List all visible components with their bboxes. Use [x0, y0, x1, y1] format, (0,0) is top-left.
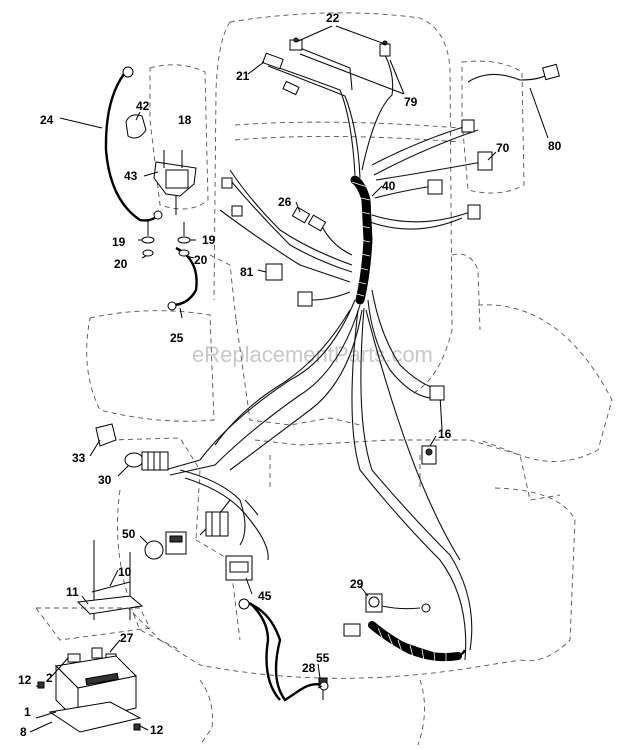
part-80-connector — [467, 63, 560, 83]
part-45-hourmeter — [225, 555, 253, 610]
callout-70: 70 — [496, 141, 510, 155]
leader-lines — [29, 25, 549, 733]
callout-55: 55 — [316, 651, 330, 665]
callout-22: 22 — [326, 11, 340, 25]
part-43-solenoid — [153, 150, 197, 215]
callout-11: 11 — [66, 585, 79, 599]
callout-12-left: 12 — [18, 673, 32, 687]
part-8-battery-tray — [48, 701, 142, 733]
part-24-ring-terminal — [122, 66, 163, 220]
callout-30: 30 — [98, 473, 112, 487]
callout-20-right: 20 — [194, 253, 208, 267]
wire-loom-coil — [349, 175, 373, 305]
callout-labels: 22 21 79 80 70 40 24 42 18 43 19 19 20 2… — [18, 11, 562, 739]
part-25-ring-terminal — [167, 301, 177, 311]
callout-50: 50 — [122, 527, 136, 541]
part-81-relay — [221, 177, 313, 307]
callout-12-right: 12 — [150, 723, 164, 737]
wire-loom-coil-lower — [368, 621, 462, 664]
callout-29: 29 — [350, 577, 364, 591]
callout-21: 21 — [236, 69, 250, 83]
callout-40: 40 — [382, 179, 396, 193]
callout-27: 27 — [120, 631, 134, 645]
watermark: eReplacementParts.com — [192, 342, 433, 367]
part-50-switch — [144, 531, 187, 560]
part-connector-right — [429, 385, 445, 401]
part-28-ring-terminal — [319, 681, 329, 691]
callout-19-left: 19 — [112, 235, 126, 249]
callout-79: 79 — [404, 95, 418, 109]
part-12-bolts — [37, 681, 141, 731]
part-connector-block — [205, 511, 229, 537]
part-21-connectors — [262, 52, 300, 96]
part-70-connectors — [427, 119, 493, 220]
part-26-connectors — [291, 206, 327, 232]
part-33-switch — [95, 423, 117, 447]
callout-43: 43 — [124, 169, 138, 183]
callout-25: 25 — [170, 331, 184, 345]
callout-20-left: 20 — [114, 257, 128, 271]
part-30-ignition-switch — [124, 451, 169, 471]
part-29-switch — [343, 593, 431, 637]
part-16-switch — [421, 445, 437, 465]
callout-1: 1 — [24, 705, 31, 719]
callout-8: 8 — [20, 725, 27, 739]
callout-2: 2 — [46, 671, 53, 685]
callout-10: 10 — [118, 565, 132, 579]
callout-16: 16 — [438, 427, 452, 441]
callout-81: 81 — [240, 265, 254, 279]
callout-28: 28 — [302, 661, 316, 675]
callout-18: 18 — [178, 113, 192, 127]
wire-harness — [164, 47, 493, 661]
callout-33: 33 — [72, 451, 86, 465]
callout-80: 80 — [548, 139, 562, 153]
callout-42: 42 — [136, 99, 150, 113]
callout-45: 45 — [258, 589, 272, 603]
part-42-boot — [125, 114, 147, 139]
part-11-hold-down-bracket — [35, 595, 151, 641]
callout-24: 24 — [40, 113, 54, 127]
callout-26: 26 — [278, 195, 292, 209]
callout-19-right: 19 — [202, 233, 216, 247]
part-19-20-hardware — [141, 220, 191, 257]
part-22-switches — [289, 37, 391, 57]
